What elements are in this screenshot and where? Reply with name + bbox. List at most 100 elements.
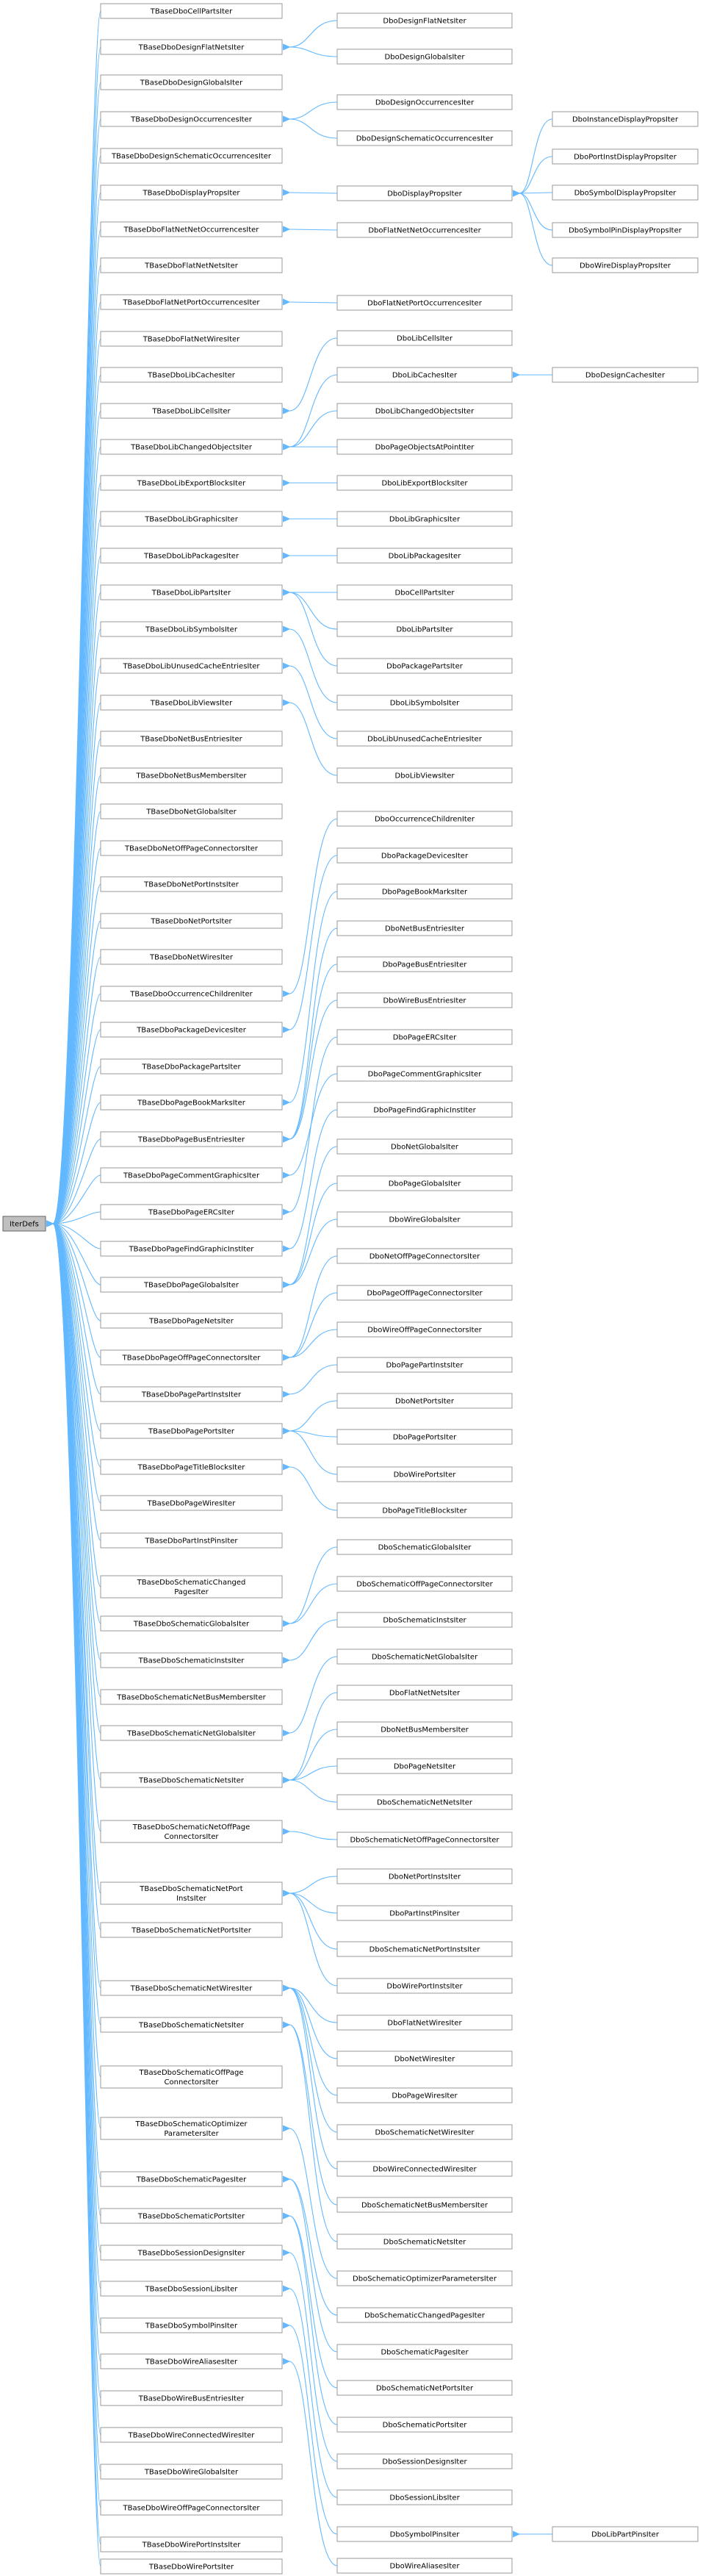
class-node-dbo-schematic-net-bus-members-iter[interactable]: DboSchematicNetBusMembersIter [336, 2197, 513, 2213]
class-node-t-base-dbo-lib-cells-iter[interactable]: TBaseDboLibCellsIter [100, 403, 283, 419]
class-node-dbo-page-off-page-connectors-iter[interactable]: DboPageOffPageConnectorsIter [336, 1285, 513, 1301]
class-node-t-base-dbo-wire-connected-wires-iter[interactable]: TBaseDboWireConnectedWiresIter [100, 2427, 283, 2443]
class-node-dbo-session-libs-iter[interactable]: DboSessionLibsIter [336, 2489, 513, 2505]
class-node-dbo-flat-net-nets-iter[interactable]: DboFlatNetNetsIter [336, 1685, 513, 1701]
class-node-dbo-schematic-globals-iter[interactable]: DboSchematicGlobalsIter [336, 1539, 513, 1555]
class-node-dbo-net-bus-members-iter[interactable]: DboNetBusMembersIter [336, 1721, 513, 1737]
class-node-t-base-dbo-page-globals-iter[interactable]: TBaseDboPageGlobalsIter [100, 1277, 283, 1293]
class-node-t-base-dbo-page-ercs-iter[interactable]: TBaseDboPageERCsIter [100, 1204, 283, 1220]
class-node-dbo-page-find-graphic-inst-iter[interactable]: DboPageFindGraphicInstIter [336, 1102, 513, 1118]
class-node-dbo-wire-port-insts-iter[interactable]: DboWirePortInstsIter [336, 1978, 513, 1994]
class-node-t-base-dbo-session-libs-iter[interactable]: TBaseDboSessionLibsIter [100, 2281, 283, 2297]
class-node-t-base-dbo-wire-aliases-iter[interactable]: TBaseDboWireAliasesIter [100, 2353, 283, 2369]
class-node-t-base-dbo-flat-net-port-occurrences-iter[interactable]: TBaseDboFlatNetPortOccurrencesIter [100, 294, 283, 310]
class-node-t-base-dbo-lib-packages-iter[interactable]: TBaseDboLibPackagesIter [100, 548, 283, 564]
class-node-t-base-dbo-lib-caches-iter[interactable]: TBaseDboLibCachesIter [100, 367, 283, 383]
class-node-t-base-dbo-schematic-net-wires-iter[interactable]: TBaseDboSchematicNetWiresIter [100, 1980, 283, 1996]
class-node-t-base-dbo-page-bus-entries-iter[interactable]: TBaseDboPageBusEntriesIter [100, 1131, 283, 1147]
class-node-dbo-cell-parts-iter[interactable]: DboCellPartsIter [336, 584, 513, 600]
class-node-iter-defs[interactable]: IterDefs [2, 1216, 46, 1232]
class-node-dbo-wire-display-props-iter[interactable]: DboWireDisplayPropsIter [552, 257, 699, 273]
class-node-dbo-display-props-iter[interactable]: DboDisplayPropsIter [336, 185, 513, 201]
class-node-dbo-design-schematic-occurrences-iter[interactable]: DboDesignSchematicOccurrencesIter [336, 130, 513, 146]
class-node-dbo-page-title-blocks-iter[interactable]: DboPageTitleBlocksIter [336, 1502, 513, 1518]
class-node-t-base-dbo-page-ports-iter[interactable]: TBaseDboPagePortsIter [100, 1423, 283, 1439]
class-node-t-base-dbo-schematic-nets-iter[interactable]: TBaseDboSchematicNetsIter [100, 1772, 283, 1788]
class-node-dbo-schematic-ports-iter[interactable]: DboSchematicPortsIter [336, 2417, 513, 2433]
class-node-dbo-net-off-page-connectors-iter[interactable]: DboNetOffPageConnectorsIter [336, 1248, 513, 1264]
class-node-dbo-page-ercs-iter[interactable]: DboPageERCsIter [336, 1029, 513, 1045]
class-node-t-base-dbo-page-book-marks-iter[interactable]: TBaseDboPageBookMarksIter [100, 1094, 283, 1111]
class-node-t-base-dbo-lib-unused-cache-entries-iter[interactable]: TBaseDboLibUnusedCacheEntriesIter [100, 658, 283, 674]
class-node-t-base-dbo-design-occurrences-iter[interactable]: TBaseDboDesignOccurrencesIter [100, 111, 283, 127]
class-node-t-base-dbo-package-parts-iter[interactable]: TBaseDboPackagePartsIter [100, 1058, 283, 1074]
class-node-dbo-lib-parts-iter[interactable]: DboLibPartsIter [336, 621, 513, 637]
class-node-dbo-net-wires-iter[interactable]: DboNetWiresIter [336, 2051, 513, 2067]
class-node-dbo-net-bus-entries-iter[interactable]: DboNetBusEntriesIter [336, 920, 513, 936]
class-node-dbo-design-occurrences-iter[interactable]: DboDesignOccurrencesIter [336, 94, 513, 110]
class-node-dbo-net-globals-iter[interactable]: DboNetGlobalsIter [336, 1138, 513, 1155]
class-node-dbo-page-bus-entries-iter[interactable]: DboPageBusEntriesIter [336, 956, 513, 972]
class-node-t-base-dbo-display-props-iter[interactable]: TBaseDboDisplayPropsIter [100, 184, 283, 201]
class-node-t-base-dbo-page-wires-iter[interactable]: TBaseDboPageWiresIter [100, 1495, 283, 1511]
class-node-dbo-net-ports-iter[interactable]: DboNetPortsIter [336, 1393, 513, 1409]
class-node-dbo-lib-cells-iter[interactable]: DboLibCellsIter [336, 330, 513, 346]
class-node-dbo-flat-net-port-occurrences-iter[interactable]: DboFlatNetPortOccurrencesIter [336, 295, 513, 311]
class-node-dbo-wire-bus-entries-iter[interactable]: DboWireBusEntriesIter [336, 992, 513, 1008]
class-node-t-base-dbo-design-schematic-occurrences-iter[interactable]: TBaseDboDesignSchematicOccurrencesIter [100, 148, 283, 164]
class-node-dbo-schematic-nets-iter[interactable]: DboSchematicNetsIter [336, 2234, 513, 2250]
class-node-t-base-dbo-flat-net-nets-iter[interactable]: TBaseDboFlatNetNetsIter [100, 257, 283, 273]
class-node-t-base-dbo-part-inst-pins-iter[interactable]: TBaseDboPartInstPinsIter [100, 1532, 283, 1549]
class-node-dbo-flat-net-wires-iter[interactable]: DboFlatNetWiresIter [336, 2014, 513, 2031]
class-node-dbo-schematic-net-off-page-connectors-iter[interactable]: DboSchematicNetOffPageConnectorsIter [336, 1831, 513, 1848]
class-node-dbo-lib-export-blocks-iter[interactable]: DboLibExportBlocksIter [336, 475, 513, 491]
class-node-dbo-schematic-insts-iter[interactable]: DboSchematicInstsIter [336, 1612, 513, 1628]
class-node-t-base-dbo-wire-globals-iter[interactable]: TBaseDboWireGlobalsIter [100, 2464, 283, 2480]
class-node-dbo-symbol-display-props-iter[interactable]: DboSymbolDisplayPropsIter [552, 184, 699, 201]
class-node-dbo-schematic-optimizer-parameters-iter[interactable]: DboSchematicOptimizerParametersIter [336, 2270, 513, 2286]
class-node-dbo-schematic-net-globals-iter[interactable]: DboSchematicNetGlobalsIter [336, 1648, 513, 1665]
class-node-t-base-dbo-wire-off-page-connectors-iter[interactable]: TBaseDboWireOffPageConnectorsIter [100, 2500, 283, 2516]
class-node-t-base-dbo-page-part-insts-iter[interactable]: TBaseDboPagePartInstsIter [100, 1386, 283, 1402]
class-node-dbo-page-comment-graphics-iter[interactable]: DboPageCommentGraphicsIter [336, 1066, 513, 1082]
class-node-t-base-dbo-page-title-blocks-iter[interactable]: TBaseDboPageTitleBlocksIter [100, 1459, 283, 1475]
class-node-dbo-page-nets-iter[interactable]: DboPageNetsIter [336, 1758, 513, 1774]
class-node-t-base-dbo-occurrence-children-iter[interactable]: TBaseDboOccurrenceChildrenIter [100, 986, 283, 1002]
class-node-dbo-schematic-changed-pages-iter[interactable]: DboSchematicChangedPagesIter [336, 2307, 513, 2323]
class-node-t-base-dbo-net-ports-iter[interactable]: TBaseDboNetPortsIter [100, 913, 283, 929]
class-node-dbo-occurrence-children-iter[interactable]: DboOccurrenceChildrenIter [336, 811, 513, 827]
class-node-dbo-package-parts-iter[interactable]: DboPackagePartsIter [336, 658, 513, 674]
class-node-dbo-schematic-off-page-connectors-iter[interactable]: DboSchematicOffPageConnectorsIter [336, 1576, 513, 1592]
class-node-t-base-dbo-schematic-nets-iter[interactable]: TBaseDboSchematicNetsIter [100, 2017, 283, 2033]
class-node-t-base-dbo-package-devices-iter[interactable]: TBaseDboPackageDevicesIter [100, 1022, 283, 1038]
class-node-t-base-dbo-lib-changed-objects-iter[interactable]: TBaseDboLibChangedObjectsIter [100, 439, 283, 455]
class-node-t-base-dbo-lib-symbols-iter[interactable]: TBaseDboLibSymbolsIter [100, 621, 283, 637]
class-node-t-base-dbo-lib-parts-iter[interactable]: TBaseDboLibPartsIter [100, 584, 283, 600]
class-node-dbo-package-devices-iter[interactable]: DboPackageDevicesIter [336, 847, 513, 864]
class-node-t-base-dbo-symbol-pins-iter[interactable]: TBaseDboSymbolPinsIter [100, 2317, 283, 2333]
class-node-t-base-dbo-schematic-globals-iter[interactable]: TBaseDboSchematicGlobalsIter [100, 1615, 283, 1632]
class-node-dbo-lib-views-iter[interactable]: DboLibViewsIter [336, 767, 513, 783]
class-node-t-base-dbo-wire-bus-entries-iter[interactable]: TBaseDboWireBusEntriesIter [100, 2390, 283, 2406]
class-node-dbo-instance-display-props-iter[interactable]: DboInstanceDisplayPropsIter [552, 111, 699, 127]
class-node-t-base-dbo-net-globals-iter[interactable]: TBaseDboNetGlobalsIter [100, 803, 283, 819]
class-node-dbo-lib-graphics-iter[interactable]: DboLibGraphicsIter [336, 511, 513, 527]
class-node-dbo-lib-symbols-iter[interactable]: DboLibSymbolsIter [336, 695, 513, 711]
class-node-t-base-dbo-page-off-page-connectors-iter[interactable]: TBaseDboPageOffPageConnectorsIter [100, 1349, 283, 1366]
class-node-dbo-symbol-pin-display-props-iter[interactable]: DboSymbolPinDisplayPropsIter [552, 222, 699, 238]
class-node-t-base-dbo-flat-net-net-occurrences-iter[interactable]: TBaseDboFlatNetNetOccurrencesIter [100, 221, 283, 237]
class-node-dbo-net-port-insts-iter[interactable]: DboNetPortInstsIter [336, 1868, 513, 1884]
class-node-t-base-dbo-wire-port-insts-iter[interactable]: TBaseDboWirePortInstsIter [100, 2536, 283, 2552]
class-node-dbo-schematic-pages-iter[interactable]: DboSchematicPagesIter [336, 2344, 513, 2360]
class-node-dbo-wire-aliases-iter[interactable]: DboWireAliasesIter [336, 2558, 513, 2574]
class-node-t-base-dbo-lib-views-iter[interactable]: TBaseDboLibViewsIter [100, 695, 283, 711]
class-node-dbo-design-globals-iter[interactable]: DboDesignGlobalsIter [336, 49, 513, 65]
class-node-dbo-page-ports-iter[interactable]: DboPagePortsIter [336, 1429, 513, 1445]
class-node-t-base-dbo-net-off-page-connectors-iter[interactable]: TBaseDboNetOffPageConnectorsIter [100, 840, 283, 856]
class-node-dbo-schematic-net-nets-iter[interactable]: DboSchematicNetNetsIter [336, 1794, 513, 1810]
class-node-dbo-part-inst-pins-iter[interactable]: DboPartInstPinsIter [336, 1905, 513, 1921]
class-node-t-base-dbo-schematic-ports-iter[interactable]: TBaseDboSchematicPortsIter [100, 2208, 283, 2224]
